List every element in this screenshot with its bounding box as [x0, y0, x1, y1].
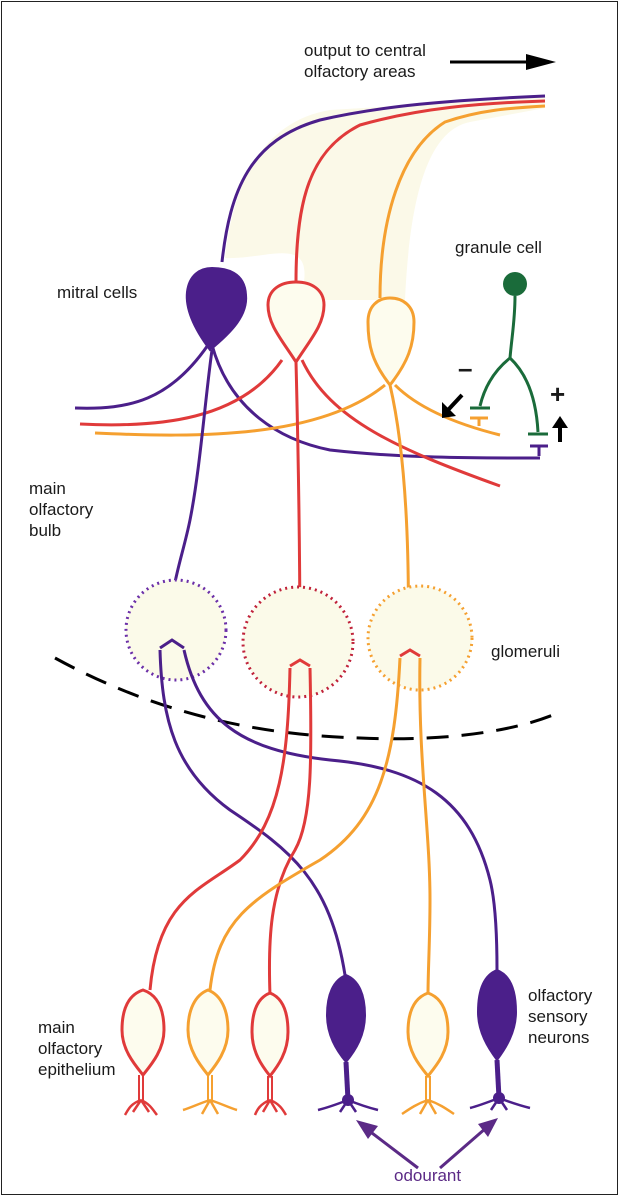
purple-glomerular-tuft [159, 638, 185, 650]
output-label-line-2: olfactory areas [304, 62, 416, 81]
red-mitral-cell [266, 280, 326, 365]
red-glomerulus [241, 585, 355, 699]
boundary-dashed-line [54, 656, 561, 741]
minus-sign: – [458, 353, 473, 383]
epithelium-label-line-2: olfactory [38, 1039, 103, 1058]
epithelium-label-line-3: epithelium [38, 1060, 116, 1079]
plus-sign: + [550, 379, 566, 409]
osn-label-line-2: sensory [528, 1007, 588, 1026]
bulb-label-line-2: olfactory [29, 500, 94, 519]
orange-lateral-dendrite-left [94, 383, 386, 437]
orange-sensory-neuron-1 [182, 988, 238, 1115]
osn-label-line-3: neurons [528, 1028, 590, 1047]
purple-osn-axon-to-purple-glom-b [182, 649, 499, 971]
orange-osn-axon-a [208, 657, 402, 991]
glomeruli-label: glomeruli [491, 642, 560, 661]
orange-mitral-axon [378, 104, 546, 299]
output-label: output to central olfactory areas [304, 40, 426, 82]
orange-synapse [470, 416, 488, 426]
granule-cell [470, 272, 548, 436]
odourant-arrow-right [439, 1118, 498, 1170]
purple-sensory-neuron-2 [469, 968, 531, 1111]
orange-mitral-cell [366, 296, 416, 388]
purple-synapse [530, 444, 548, 456]
granule-cell-label: granule cell [455, 238, 542, 257]
red-lateral-dendrite-right [300, 359, 501, 488]
odourant-arrow-left [356, 1120, 419, 1170]
excitation-arrow [552, 416, 568, 442]
axon-bundle-shading [225, 97, 545, 300]
olfactory-sensory-neurons-label: olfactory sensory neurons [528, 985, 592, 1048]
bulb-label-line-3: bulb [29, 521, 62, 540]
main-olfactory-epithelium-label: main olfactory epithelium [38, 1017, 116, 1080]
odourant-label: odourant [394, 1166, 462, 1185]
orange-osn-axon-b [418, 657, 432, 996]
purple-sensory-neuron-1 [317, 973, 379, 1113]
output-arrow [450, 54, 556, 70]
purple-glomerulus [124, 578, 228, 682]
orange-glomerulus [366, 584, 474, 692]
red-glomerular-tuft [289, 658, 311, 668]
purple-mitral-axon [220, 94, 546, 263]
purple-mitral-cell [185, 266, 248, 352]
main-olfactory-bulb-label: main olfactory bulb [29, 478, 93, 541]
inhibition-arrow [442, 393, 464, 418]
epithelium-label-line-1: main [38, 1018, 75, 1037]
red-osn-axon-b [267, 667, 313, 996]
orange-glomerular-tuft [399, 648, 421, 658]
purple-lateral-dendrite-right [210, 344, 541, 460]
red-lateral-dendrite-left [79, 359, 284, 427]
red-mitral-axon [294, 99, 546, 283]
red-sensory-neuron-2 [250, 991, 290, 1116]
purple-lateral-dendrite-left [74, 344, 210, 410]
mitral-cells-label: mitral cells [57, 283, 138, 302]
orange-lateral-dendrite-right [393, 383, 501, 437]
purple-osn-axon-to-purple-glom-a [158, 649, 347, 976]
orange-sensory-neuron-2 [401, 991, 455, 1116]
red-sensory-neuron-1 [120, 988, 166, 1116]
output-label-line-1: output to central [304, 41, 426, 60]
bulb-label-line-1: main [29, 479, 66, 498]
osn-label-line-1: olfactory [528, 986, 593, 1005]
red-osn-axon-a [148, 667, 292, 991]
